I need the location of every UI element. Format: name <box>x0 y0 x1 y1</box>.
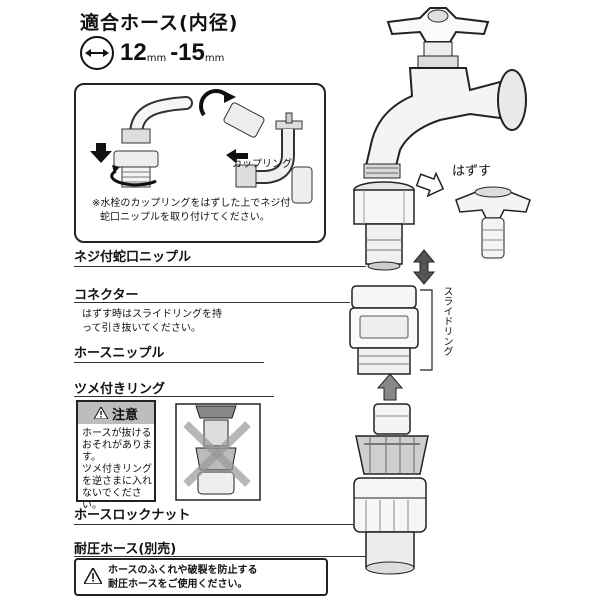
claw-ring-reversed-illustration <box>175 403 261 501</box>
connector-note-line2: って引き抜いてください。 <box>82 323 201 334</box>
size-unit-min: mm <box>146 53 167 64</box>
warning-line1: ホースのふくれや破裂を防止する <box>108 565 258 576</box>
hose-lock-nut-icon <box>353 477 427 533</box>
leader-claw-ring <box>74 396 274 397</box>
leader-connector <box>74 302 350 303</box>
connector-note-line1: はずす時はスライドリングを持 <box>82 309 222 320</box>
threaded-nipple-icon <box>353 181 415 271</box>
label-remove: はずす <box>452 164 492 179</box>
caution-line: ツメ付きリング <box>82 464 152 475</box>
caution-title: 注意 <box>111 407 138 423</box>
warning-line2: 耐圧ホースをご使用ください。 <box>108 579 248 590</box>
inset-note-line2: 蛇口ニップルを取り付けてください。 <box>100 212 270 223</box>
leader-lock-nut <box>74 524 354 525</box>
caution-line: ホースが抜ける <box>82 428 152 439</box>
caution-header: 注意 <box>78 402 154 424</box>
label-pressure-hose: 耐圧ホース(別売) <box>74 542 177 557</box>
faucet-body-icon <box>363 67 527 179</box>
hose-nipple-icon <box>373 403 411 435</box>
leader-hose-nipple <box>74 362 264 363</box>
label-claw-ring: ツメ付きリング <box>74 382 166 397</box>
label-hose-nipple: ホースニップル <box>74 346 165 361</box>
caution-line: おそれがあります。 <box>82 440 152 463</box>
warning-triangle-icon <box>93 407 108 419</box>
coupling-label: カップリング <box>232 159 292 170</box>
coupling-removal-illustration <box>90 89 313 204</box>
faucet-handle-icon <box>386 7 490 69</box>
inset-note-line1: ※水栓のカップリングをはずした上でネジ付 <box>92 198 291 209</box>
removed-coupling-icon <box>455 186 531 259</box>
size-unit-max: mm <box>204 53 225 64</box>
label-lock-nut: ホースロックナット <box>74 508 191 523</box>
fit-hose-title: 適合ホース(内径) <box>80 12 239 34</box>
diameter-icon <box>80 36 114 70</box>
caution-line: を逆さまに入れ <box>82 476 152 487</box>
label-slide-ring: スライドリング <box>441 286 452 356</box>
caution-line: ないでください。 <box>82 488 142 511</box>
label-connector: コネクター <box>74 288 139 303</box>
size-min: 12 <box>120 39 147 66</box>
connector-icon <box>349 285 419 375</box>
caution-box: 注意 ホースが抜ける おそれがあります。 ツメ付きリング を逆さまに入れ ないで… <box>76 400 156 511</box>
leader-pressure-hose <box>74 556 366 557</box>
warning-text: ホースのふくれや破裂を防止する 耐圧ホースをご使用ください。 <box>108 564 258 592</box>
label-threaded-nipple: ネジ付蛇口ニップル <box>74 250 192 265</box>
hose-size-row: 12 mm -15 mm <box>80 36 224 70</box>
up-down-arrow-icon <box>412 249 436 285</box>
claw-ring-icon <box>355 435 429 475</box>
pressure-hose-warning: ホースのふくれや破裂を防止する 耐圧ホースをご使用ください。 <box>74 558 328 596</box>
caution-text: ホースが抜ける おそれがあります。 ツメ付きリング を逆さまに入れ ないでくださ… <box>82 428 156 512</box>
coupling-inset: カップリング ※水栓のカップリングをはずした上でネジ付 蛇口ニップルを取り付けて… <box>74 83 326 243</box>
size-max: -15 <box>170 39 205 66</box>
pressure-hose-icon <box>365 531 415 575</box>
warning-triangle-icon <box>84 568 102 584</box>
leader-threaded-nipple <box>74 266 366 267</box>
